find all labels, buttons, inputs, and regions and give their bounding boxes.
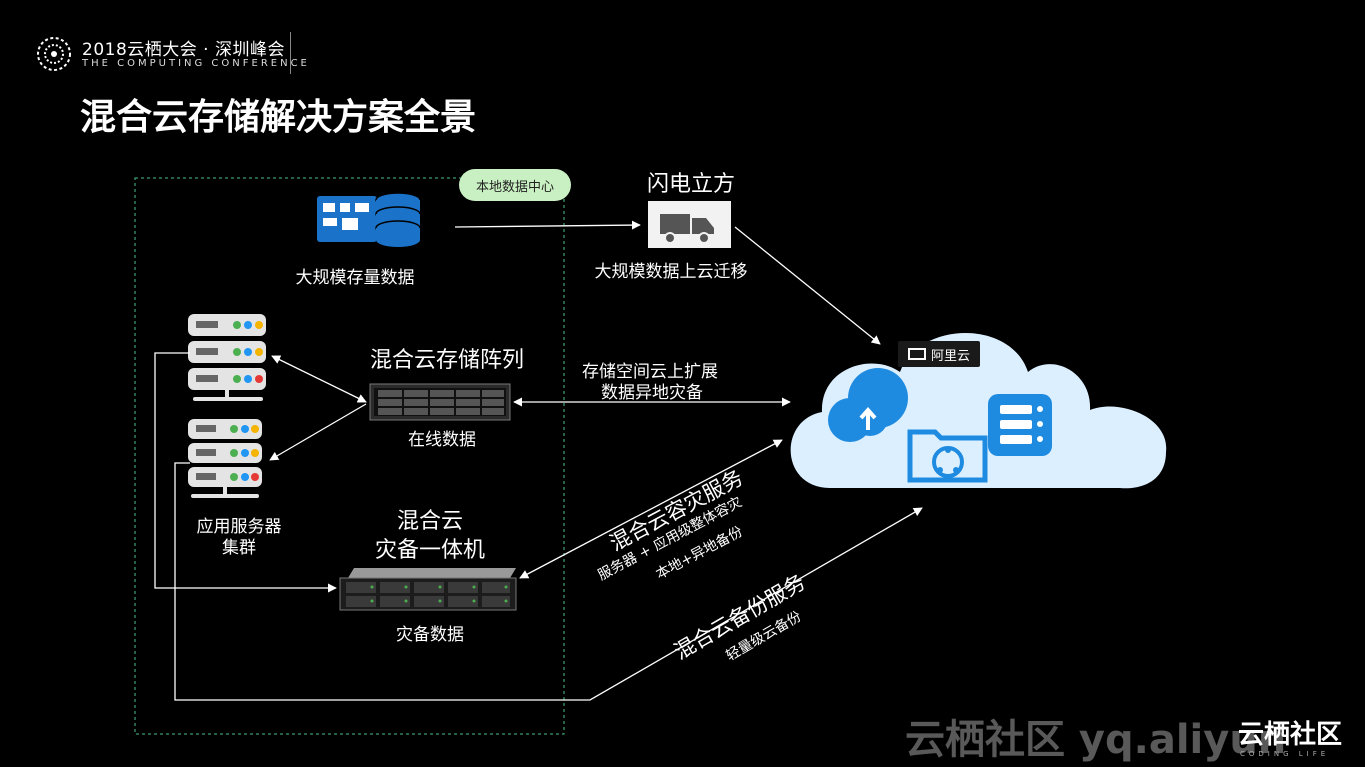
conference-brand-subtitle: THE COMPUTING CONFERENCE bbox=[82, 58, 310, 69]
truck-icon bbox=[648, 201, 731, 248]
dr-appliance-label-line1: 混合云 bbox=[396, 509, 463, 534]
local-dc-badge: 本地数据中心 bbox=[459, 169, 571, 201]
expand-label-line1: 存储空间云上扩展 bbox=[582, 362, 718, 382]
dr-appliance-label-line2: 灾备一体机 bbox=[374, 538, 485, 563]
lightning-cube-label: 闪电立方 bbox=[646, 172, 735, 197]
watermark-brand: 云栖社区 bbox=[1238, 720, 1343, 750]
online-data-label: 在线数据 bbox=[408, 430, 476, 450]
cloud-upload-icon bbox=[828, 368, 908, 442]
page-title: 混合云存储解决方案全景 bbox=[80, 97, 477, 138]
migration-label: 大规模数据上云迁移 bbox=[594, 262, 748, 282]
expand-label-line2: 数据异地灾备 bbox=[601, 383, 703, 403]
server-stack-icon bbox=[988, 394, 1052, 456]
local-dc-region bbox=[134, 177, 565, 735]
watermark-tagline: CODING LIFE bbox=[1240, 750, 1330, 758]
dr-data-label: 灾备数据 bbox=[396, 625, 464, 645]
dr-appliance-icon bbox=[339, 568, 517, 611]
conference-logo-icon bbox=[37, 37, 71, 71]
storage-array-icon bbox=[369, 383, 511, 421]
aliyun-label: 阿里云 bbox=[930, 348, 970, 364]
header-divider bbox=[290, 32, 291, 74]
arrow-massive-to-truck bbox=[454, 220, 641, 230]
massive-data-label: 大规模存量数据 bbox=[295, 268, 415, 288]
app-server-icon bbox=[188, 419, 262, 498]
arrow-truck-to-cloud bbox=[734, 226, 881, 345]
app-cluster-label-line1: 应用服务器 bbox=[196, 517, 282, 537]
arrow-array-to-server2 bbox=[269, 403, 367, 461]
app-server-icon bbox=[188, 314, 266, 401]
app-cluster-label-line2: 集群 bbox=[222, 538, 256, 558]
watermark-site: 云栖社区 yq.aliyun bbox=[905, 717, 1287, 763]
connector-cluster-to-backup bbox=[174, 462, 923, 701]
hybrid-array-label: 混合云存储阵列 bbox=[369, 348, 524, 373]
aliyun-badge: 阿里云 bbox=[898, 341, 980, 367]
arrow-dr-to-cloud bbox=[519, 439, 783, 579]
connector-cluster-to-dr bbox=[154, 352, 337, 593]
conference-brand-title: 2018云栖大会 · 深圳峰会 bbox=[82, 40, 285, 60]
folder-share-icon bbox=[907, 429, 988, 483]
storage-database-icon bbox=[317, 192, 421, 247]
aliyun-logo-icon bbox=[907, 348, 926, 360]
arrow-array-to-server1 bbox=[271, 355, 367, 403]
